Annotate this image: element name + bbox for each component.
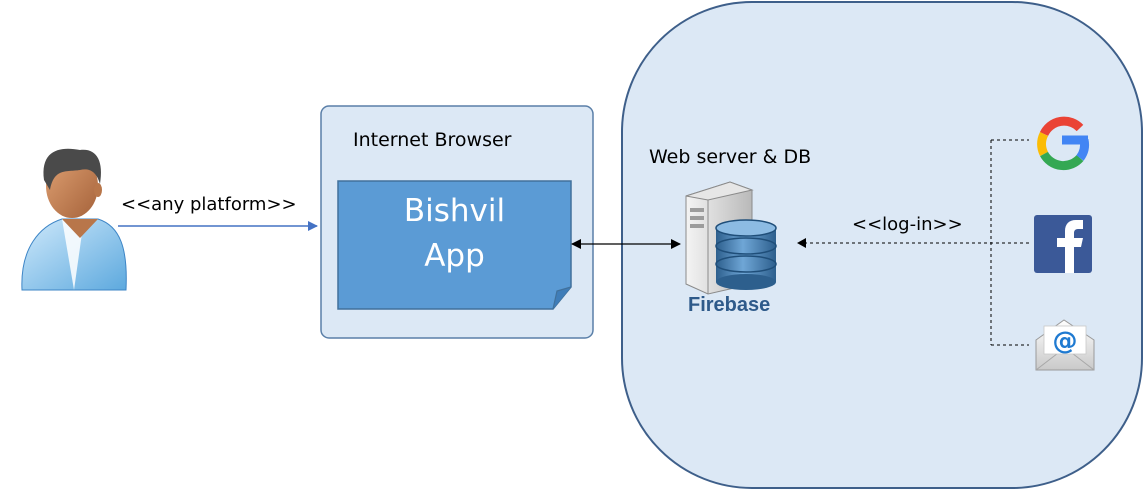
- firebase-label: Firebase: [688, 294, 771, 316]
- facebook-icon: [1034, 215, 1092, 273]
- app-document: [337, 180, 572, 310]
- app-label-line1: Bishvil: [403, 193, 506, 229]
- user-edge-label: <<any platform>>: [121, 194, 297, 215]
- google-icon: [1037, 116, 1089, 171]
- email-icon: @: [1035, 319, 1095, 371]
- database-server-icon: [685, 181, 777, 295]
- login-connector: [804, 139, 1029, 346]
- user-icon: [21, 148, 127, 291]
- browser-title: Internet Browser: [353, 129, 512, 151]
- app-label-line2: App: [424, 238, 485, 274]
- server-title: Web server & DB: [649, 146, 812, 168]
- svg-text:@: @: [1053, 326, 1078, 355]
- login-edge-label: <<log-in>>: [852, 214, 963, 235]
